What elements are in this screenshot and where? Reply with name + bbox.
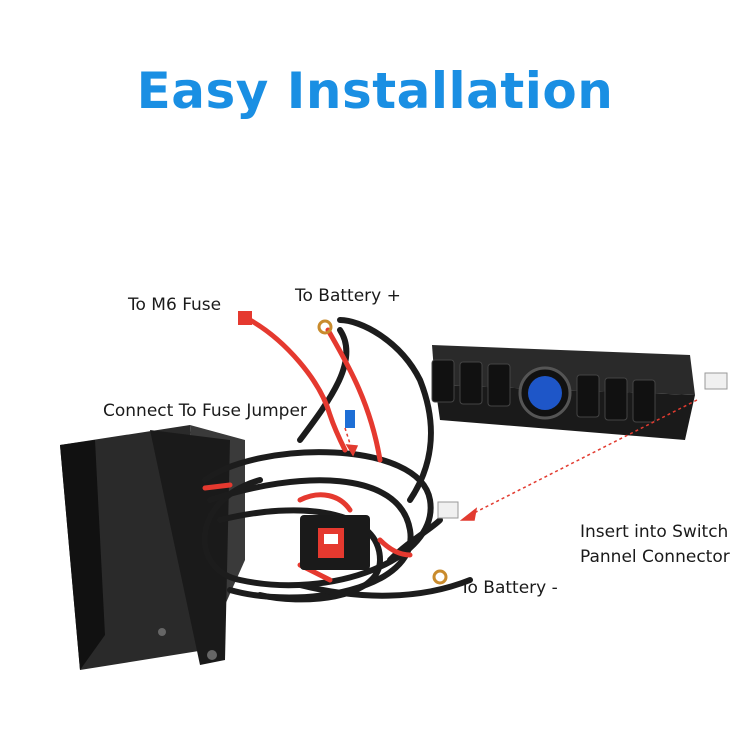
fuse-tap-icon [238, 311, 252, 325]
page-title: Easy Installation [136, 62, 614, 120]
wire-harness-icon [201, 317, 473, 603]
label-switch-connector-line1: Insert into Switch [580, 522, 729, 542]
circuit-breaker-icon [300, 515, 370, 570]
label-battery-negative: To Battery - [460, 578, 558, 598]
red-wire-icon [202, 317, 413, 583]
switch-panel-icon [431, 345, 728, 440]
label-fuse-jumper: Connect To Fuse Jumper [103, 401, 307, 421]
label-switch-connector-line2: Pannel Connector [580, 547, 730, 567]
fuse-jumper-connector-icon [345, 410, 355, 428]
plug-connector-icon [437, 501, 459, 519]
label-m6-fuse: To M6 Fuse [128, 295, 222, 315]
relay-box-icon [60, 425, 245, 670]
ring-terminal-icon [432, 569, 448, 585]
ring-terminal-icon [317, 319, 333, 335]
arrow-icon [344, 399, 698, 521]
label-battery-positive: To Battery + [295, 286, 401, 306]
